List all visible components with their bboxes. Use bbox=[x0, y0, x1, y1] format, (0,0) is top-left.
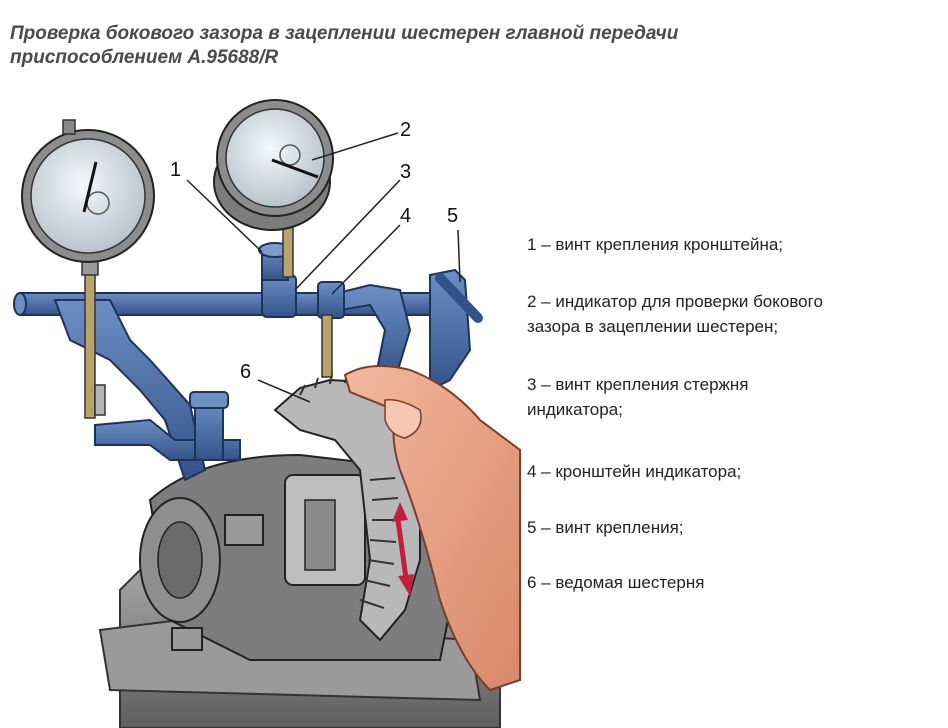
title-line-2: приспособлением А.95688/R bbox=[10, 47, 279, 68]
legend-item-2-text: 2 – индикатор для проверки бокового bbox=[527, 292, 823, 311]
callout-1: 1 bbox=[170, 159, 181, 181]
legend-item-3: 3 – винт крепления стержня индикатора; bbox=[527, 372, 749, 422]
legend-item-1-text: 1 – винт крепления кронштейна; bbox=[527, 235, 784, 254]
callout-4: 4 bbox=[400, 205, 411, 227]
legend-item-4: 4 – кронштейн индикатора; bbox=[527, 459, 741, 484]
diagram-title: Проверка бокового зазора в зацеплении ше… bbox=[10, 22, 910, 70]
legend-item-5: 5 – винт крепления; bbox=[527, 515, 684, 540]
backlash-direction-arrow bbox=[392, 502, 414, 596]
legend-item-3-text: 3 – винт крепления стержня bbox=[527, 375, 749, 394]
callout-6: 6 bbox=[240, 361, 251, 383]
legend-item-6: 6 – ведомая шестерня bbox=[527, 570, 704, 595]
callout-3: 3 bbox=[400, 161, 411, 183]
legend-item-2-text-cont: зазора в зацеплении шестерен; bbox=[527, 317, 779, 336]
legend-item-5-text: 5 – винт крепления; bbox=[527, 518, 684, 537]
callout-2: 2 bbox=[400, 119, 411, 141]
title-line-1: Проверка бокового зазора в зацеплении ше… bbox=[10, 23, 679, 44]
legend-item-1: 1 – винт крепления кронштейна; bbox=[527, 232, 783, 257]
legend-item-6-text: 6 – ведомая шестерня bbox=[527, 573, 705, 592]
legend-item-3-text-cont: индикатора; bbox=[527, 400, 623, 419]
legend-item-2: 2 – индикатор для проверки бокового зазо… bbox=[527, 289, 823, 339]
legend-item-4-text: 4 – кронштейн индикатора; bbox=[527, 462, 742, 481]
callout-5: 5 bbox=[447, 205, 458, 227]
left-dial-indicator bbox=[21, 119, 155, 419]
backlash-dial-indicator bbox=[213, 99, 334, 378]
technician-hand bbox=[343, 365, 521, 692]
callout-leaders bbox=[186, 132, 461, 403]
